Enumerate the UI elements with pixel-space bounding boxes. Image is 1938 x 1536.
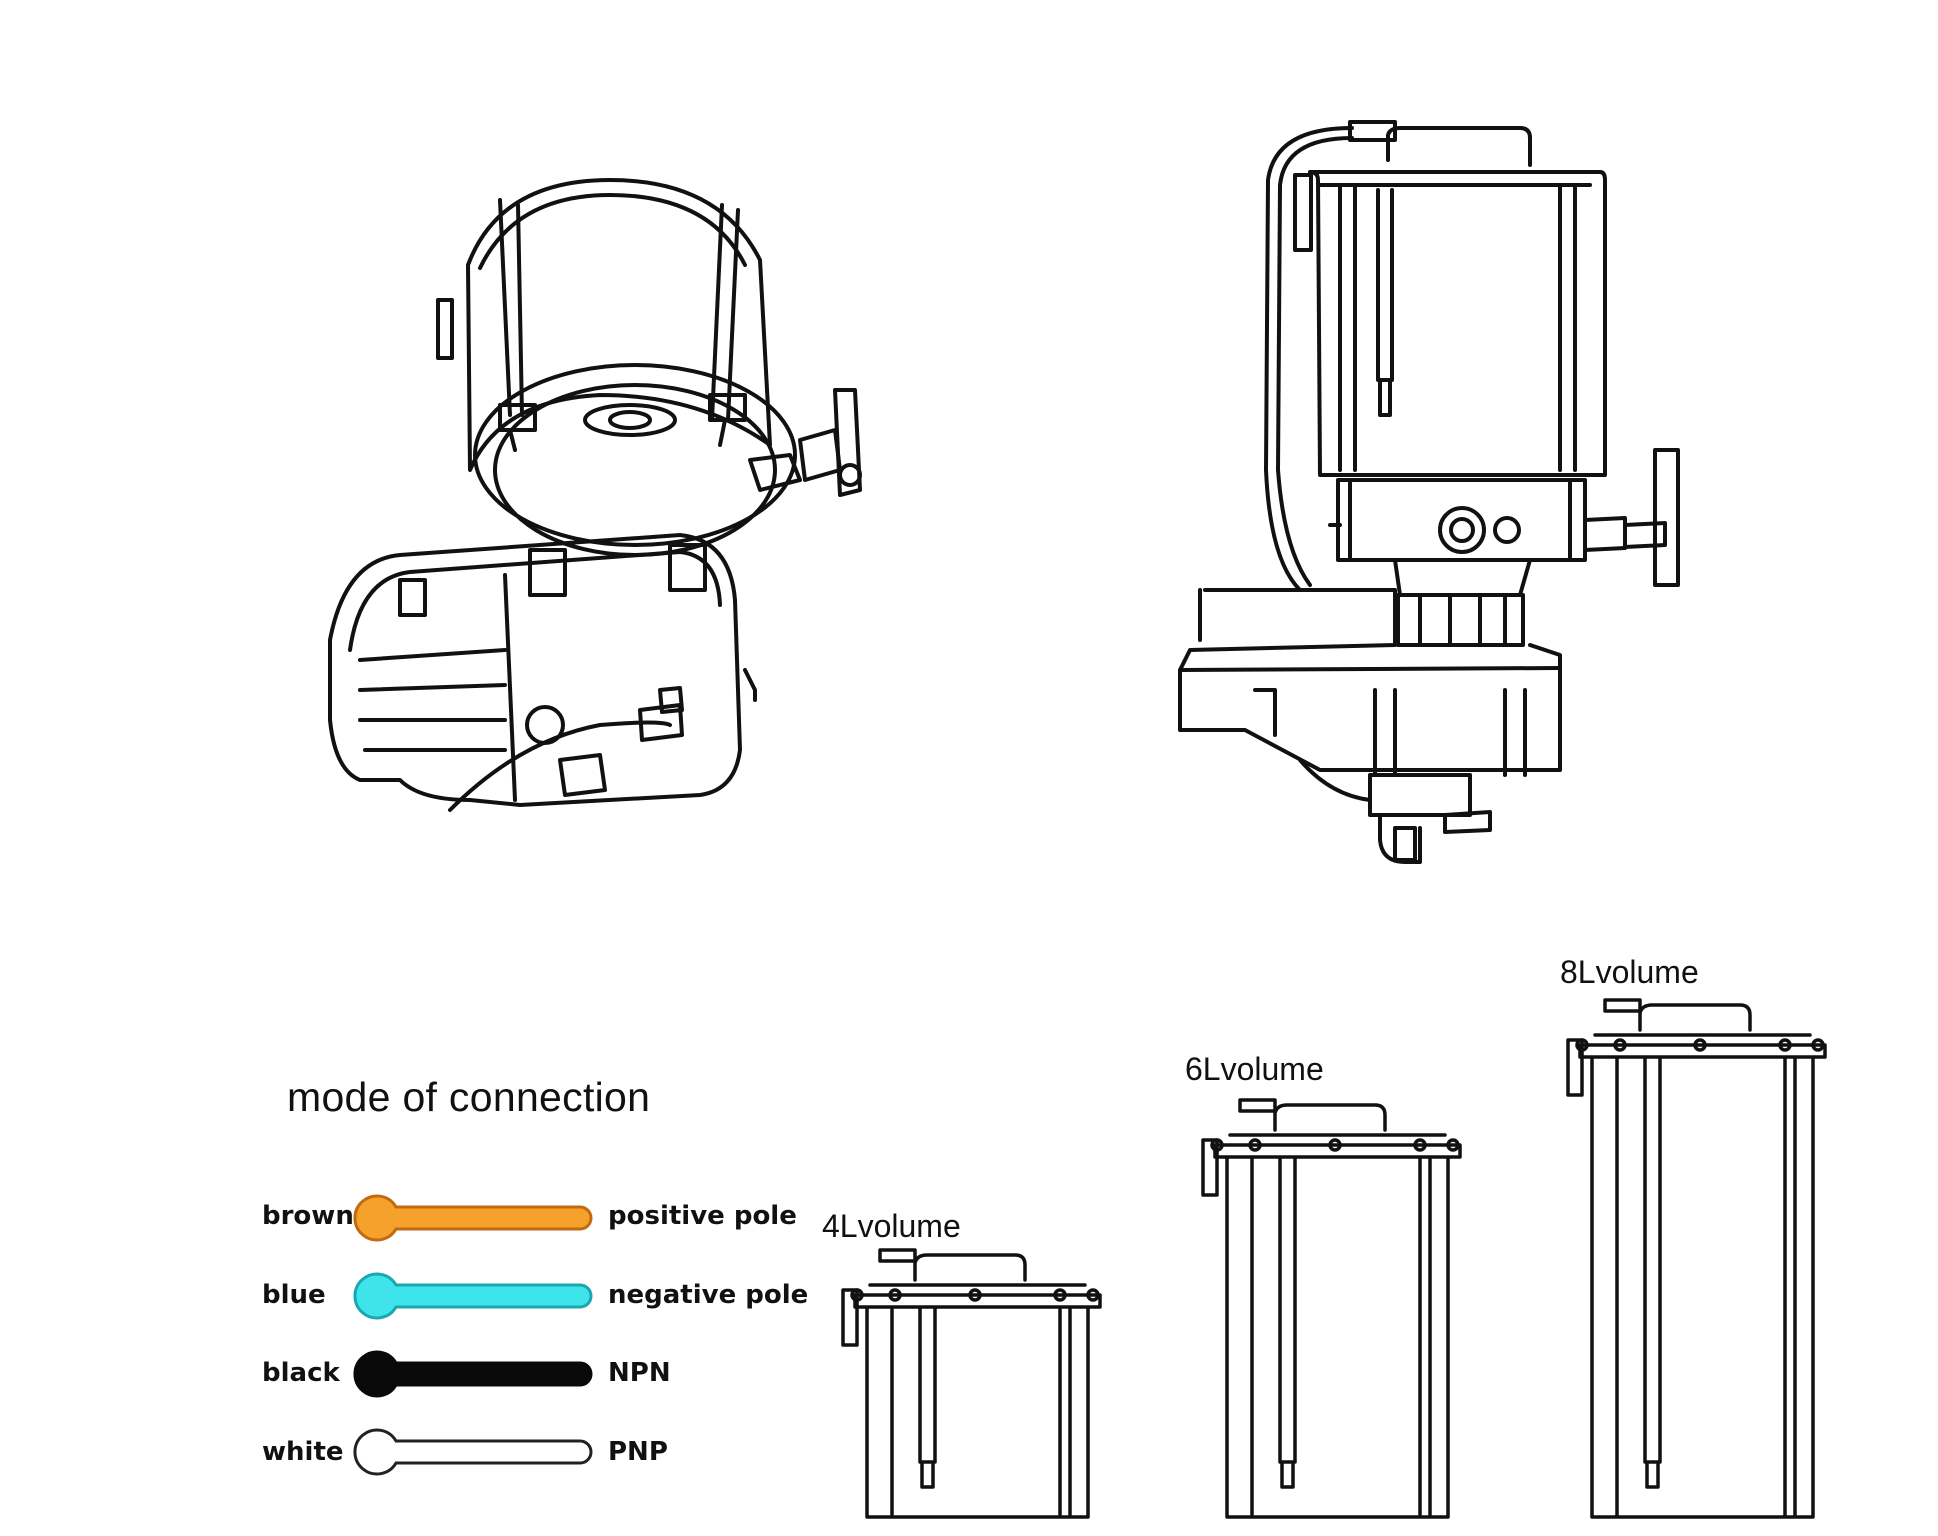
tank-label-4l: 4Lvolume — [822, 1208, 961, 1244]
wire-role-positive: positive pole — [608, 1201, 797, 1231]
tank-label-8l: 8Lvolume — [1560, 954, 1699, 990]
wire-swatch-brown — [353, 1194, 593, 1242]
wire-name-blue: blue — [262, 1280, 326, 1310]
wire-role-npn: NPN — [608, 1358, 671, 1388]
wire-swatch-blue — [353, 1272, 593, 1320]
wire-swatch-black — [353, 1350, 593, 1398]
tank-outline-1 — [1201, 1098, 1462, 1519]
tank-outline-0 — [841, 1248, 1102, 1519]
wire-name-black: black — [262, 1358, 340, 1388]
wire-name-white: white — [262, 1437, 344, 1467]
tank-outline-2 — [1566, 998, 1827, 1519]
wire-role-pnp: PNP — [608, 1437, 668, 1467]
legend-title: mode of connection — [287, 1074, 651, 1120]
wire-role-negative: negative pole — [608, 1280, 809, 1310]
wire-name-brown: brown — [262, 1201, 354, 1231]
wire-swatch-white — [353, 1428, 593, 1476]
tank-label-6l: 6Lvolume — [1185, 1051, 1324, 1087]
